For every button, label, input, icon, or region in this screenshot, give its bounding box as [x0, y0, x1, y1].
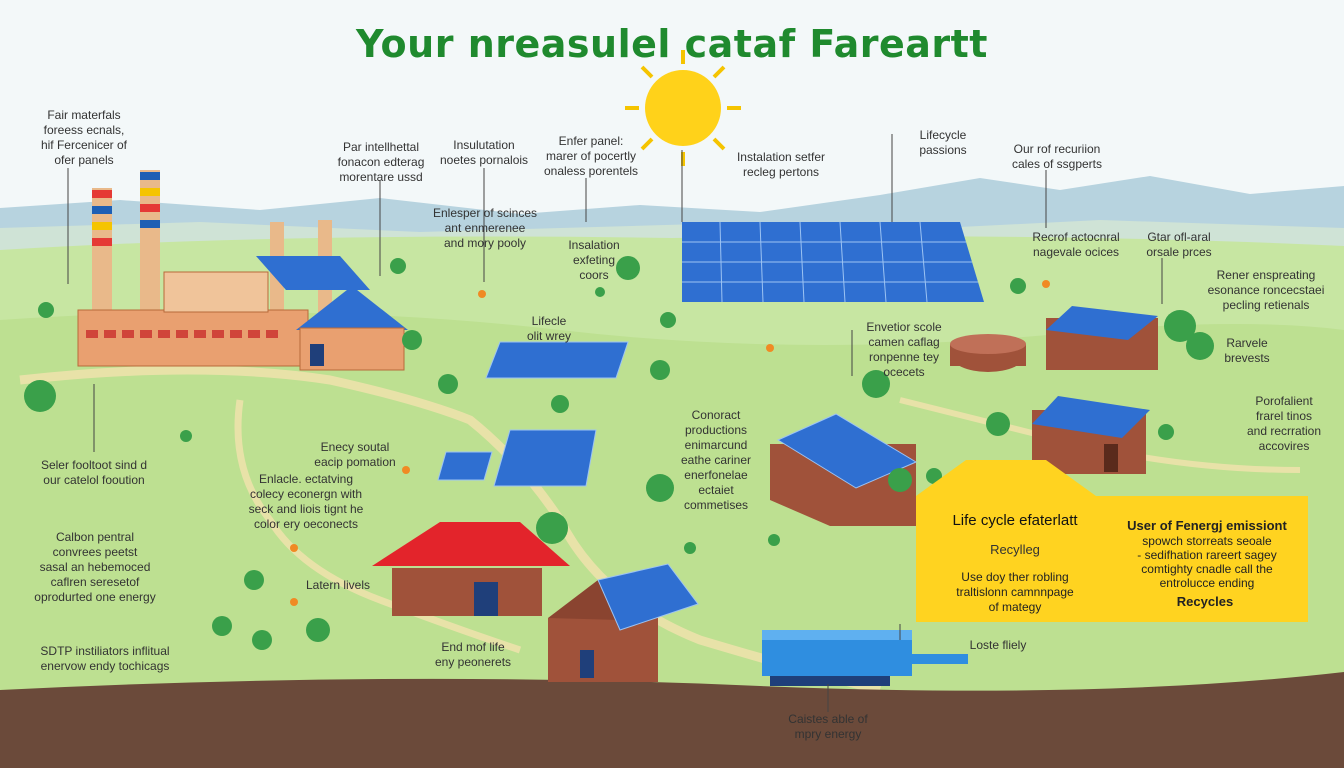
leader-lines [67, 134, 1163, 712]
label-latern-levels: Latern livels [305, 578, 371, 592]
label-envelope: Envetior scole camen caflag ronpenne tey… [866, 320, 942, 379]
label-solar-footprint: Seler fooltoot sind d our catelol foouti… [40, 458, 148, 487]
label-enlacle: Enlacle. ectatving colecy econergn with … [248, 472, 364, 531]
page-title: Your nreasulel cataf Fareartt [356, 22, 988, 66]
label-lifecle: Lifecle olit wrey [526, 314, 571, 343]
label-end-of-life: End mof life eny peonerets [434, 640, 512, 669]
factory [77, 170, 408, 371]
label-raw-materials: Fair materfals foreess ecnals, hif Ferce… [40, 108, 128, 167]
panel-right-footer: Recycles [1176, 594, 1234, 609]
label-carbon-neutral: Calbon pentral convrees peetst sasal an … [34, 530, 156, 604]
label-gtar: Gtar ofl-aral orsale prces [1146, 230, 1212, 259]
label-porofalient: Porofalient frarel tinos and recrration … [1246, 394, 1322, 453]
label-recursion: Our rof recuriion cales of ssgperts [1011, 142, 1103, 171]
soil [0, 672, 1344, 768]
label-recrof: Recrof actocnral nagevale ocices [1032, 230, 1120, 259]
panel-left-subtitle: Recylleg [990, 542, 1040, 557]
label-enter-panels: Enfer panel: marer of pocertly onaless p… [543, 134, 639, 178]
solar-panel [437, 341, 629, 487]
label-rener: Rener enspreating esonance roncecstaei p… [1207, 268, 1325, 312]
dirt-path-2 [234, 399, 522, 654]
label-installation-setter: Instalation setfer recleg pertons [736, 150, 826, 179]
solar-field-large [682, 221, 984, 303]
label-installation-notes: Insulutation noetes pornalois [439, 138, 529, 167]
lifecycle-panel-bg [916, 460, 1308, 622]
panel-right-title: User of Fenergj emissiont [1127, 518, 1287, 533]
bird-icon [290, 280, 1050, 606]
red-roof-hut [372, 522, 570, 616]
label-lifecycle-passions: Lifecycle passions [919, 128, 967, 157]
label-connect-productions: Conoract productions enimarcund eathe ca… [680, 408, 752, 512]
tree-icon [24, 256, 1214, 650]
brick-house [770, 306, 1158, 526]
cottage [548, 563, 699, 682]
label-energy-source: Enecy soutal eacip pomation [314, 440, 396, 469]
label-sdtp: SDTP instiliators inflitual enervow endy… [40, 644, 170, 673]
label-loste-fiely: Loste fliely [969, 638, 1027, 652]
label-enlesper: Enlesper of scinces ant enmerenee and mo… [432, 206, 538, 250]
panel-left-body: Use doy ther robling traltislonn camnnpa… [956, 570, 1074, 614]
recycling-unit [762, 630, 968, 686]
label-intellectual: Par intellhettal fonacon edterag morenta… [337, 140, 425, 184]
label-rarvele: Rarvele brevests [1224, 336, 1270, 365]
label-carstes: Caistes able of mpry energy [788, 712, 868, 741]
label-installation-existing: Insalation exfeting coors [568, 238, 620, 282]
panel-right-body: spowch storreats seoale - sedifhation ra… [1137, 534, 1277, 590]
panel-left-title: Life cycle efaterlatt [952, 512, 1078, 529]
sun-icon [625, 50, 741, 166]
